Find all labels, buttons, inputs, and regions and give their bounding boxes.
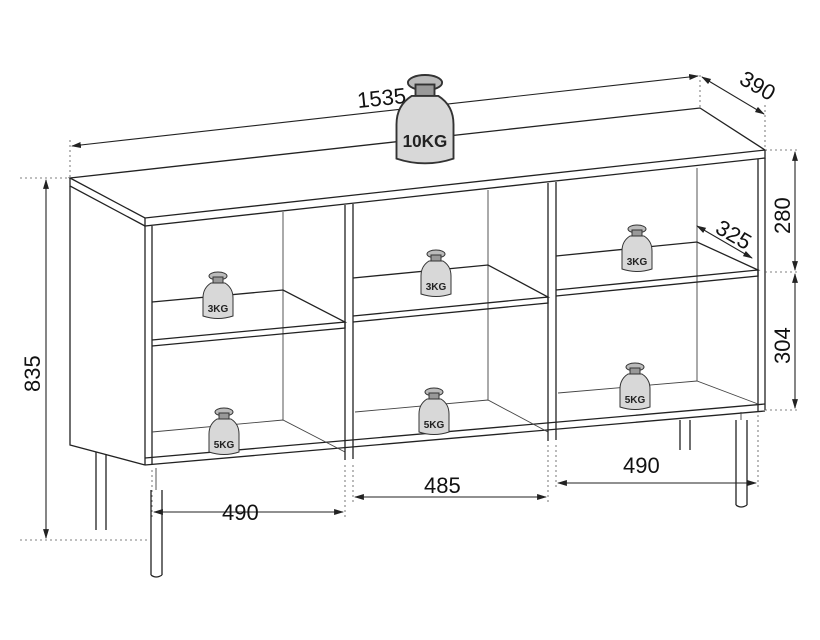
svg-text:5KG: 5KG (625, 395, 646, 406)
svg-text:10KG: 10KG (403, 132, 448, 151)
upper-height-dimension-label: 280 (770, 197, 795, 234)
svg-text:3KG: 3KG (627, 257, 648, 268)
shelf-middle (352, 264, 551, 323)
width-dimension-line (71, 74, 699, 148)
weight-shelf-right: 3KG (621, 224, 653, 272)
svg-text:5KG: 5KG (424, 420, 445, 431)
svg-text:5KG: 5KG (214, 440, 235, 451)
shelf-depth-dimension-line (696, 225, 753, 259)
middle-width-dimension-label: 485 (424, 473, 461, 498)
width-dimension-label: 1535 (356, 83, 407, 113)
shelf-right (555, 241, 761, 297)
divider-left (344, 204, 354, 460)
shelf-left (151, 289, 348, 347)
left-width-dimension-label: 490 (222, 500, 259, 525)
bottom-panel (144, 403, 766, 466)
weight-bottom-middle: 5KG (418, 387, 450, 435)
weight-shelf-middle: 3KG (420, 249, 452, 297)
depth-dimension-label: 390 (736, 66, 780, 106)
height-dimension-label: 835 (20, 355, 45, 392)
legs (95, 412, 748, 578)
left-side-panel (69, 186, 146, 466)
right-width-dimension-label: 490 (623, 453, 660, 478)
svg-text:3KG: 3KG (426, 282, 447, 293)
depth-dimension-line (701, 76, 765, 115)
sideboard (67, 107, 767, 578)
weight-bottom-right: 5KG (619, 362, 651, 410)
weight-top: 10KG (395, 74, 455, 165)
divider-right (547, 182, 557, 441)
weight-bottom-left: 5KG (208, 407, 240, 455)
weight-shelf-left: 3KG (202, 271, 234, 319)
svg-text:3KG: 3KG (208, 304, 229, 315)
shelf-depth-dimension-label: 325 (712, 215, 756, 255)
lower-height-dimension-label: 304 (770, 327, 795, 364)
